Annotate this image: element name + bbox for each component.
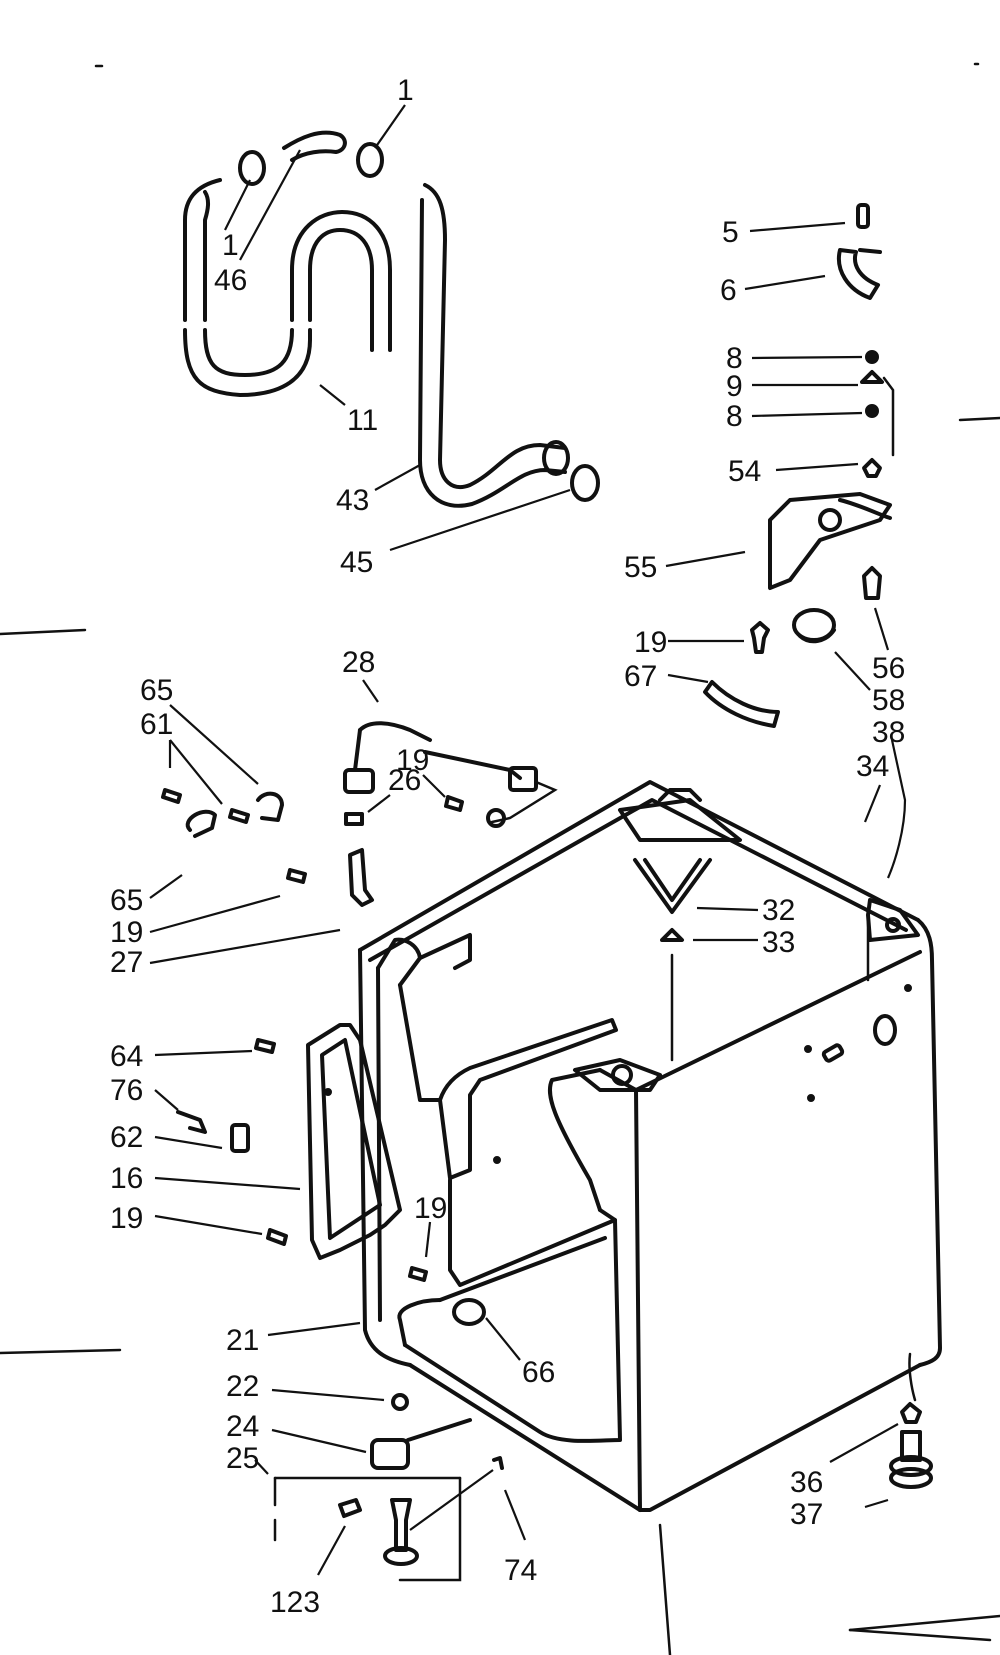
callout-9: 9 — [726, 370, 743, 403]
upper-right-parts — [703, 203, 895, 728]
callout-56: 56 — [872, 652, 905, 685]
callout-58: 58 — [872, 684, 905, 717]
callout-19: 19 — [396, 744, 429, 777]
callout-1: 1 — [222, 229, 239, 262]
callout-54: 54 — [728, 455, 761, 488]
callout-8: 8 — [726, 342, 743, 375]
callout-66: 66 — [522, 1356, 555, 1389]
callout-32: 32 — [762, 894, 795, 927]
callout-19: 19 — [110, 1202, 143, 1235]
cabinet — [176, 780, 942, 1512]
callout-43: 43 — [336, 484, 369, 517]
lower-parts — [273, 1352, 933, 1582]
callout-33: 33 — [762, 926, 795, 959]
callout-1: 1 — [397, 74, 414, 107]
callout-28: 28 — [342, 646, 375, 679]
callout-22: 22 — [226, 1370, 259, 1403]
callout-36: 36 — [790, 1466, 823, 1499]
callout-5: 5 — [722, 216, 739, 249]
callout-61: 61 — [140, 708, 173, 741]
callout-19: 19 — [110, 916, 143, 949]
callout-64: 64 — [110, 1040, 143, 1073]
scan-marks — [0, 62, 1000, 1655]
callout-21: 21 — [226, 1324, 259, 1357]
callout-11: 11 — [347, 404, 378, 437]
callout-19: 19 — [634, 626, 667, 659]
callout-65: 65 — [140, 674, 173, 707]
callout-19: 19 — [414, 1192, 447, 1225]
callout-55: 55 — [624, 551, 657, 584]
callout-46: 46 — [214, 264, 247, 297]
callout-34: 34 — [856, 750, 889, 783]
leader-lines — [149, 104, 907, 1576]
callout-37: 37 — [790, 1498, 823, 1531]
callout-65: 65 — [110, 884, 143, 917]
callout-27: 27 — [110, 946, 143, 979]
callout-62: 62 — [110, 1121, 143, 1154]
callout-16: 16 — [110, 1162, 143, 1195]
callout-26: 26 — [388, 764, 421, 797]
callout-25: 25 — [226, 1442, 259, 1475]
callout-67: 67 — [624, 660, 657, 693]
callout-6: 6 — [720, 274, 737, 307]
left-parts — [161, 721, 558, 907]
callout-labels: 1 1 46 11 43 45 5 6 8 9 8 54 55 19 67 56… — [110, 74, 905, 1619]
callout-76: 76 — [110, 1074, 143, 1107]
drain-hose-assembly — [183, 130, 600, 508]
callout-8: 8 — [726, 400, 743, 433]
callout-74: 74 — [504, 1554, 537, 1587]
callout-45: 45 — [340, 546, 373, 579]
callout-123: 123 — [270, 1586, 320, 1619]
callout-38: 38 — [872, 716, 905, 749]
callout-24: 24 — [226, 1410, 259, 1443]
